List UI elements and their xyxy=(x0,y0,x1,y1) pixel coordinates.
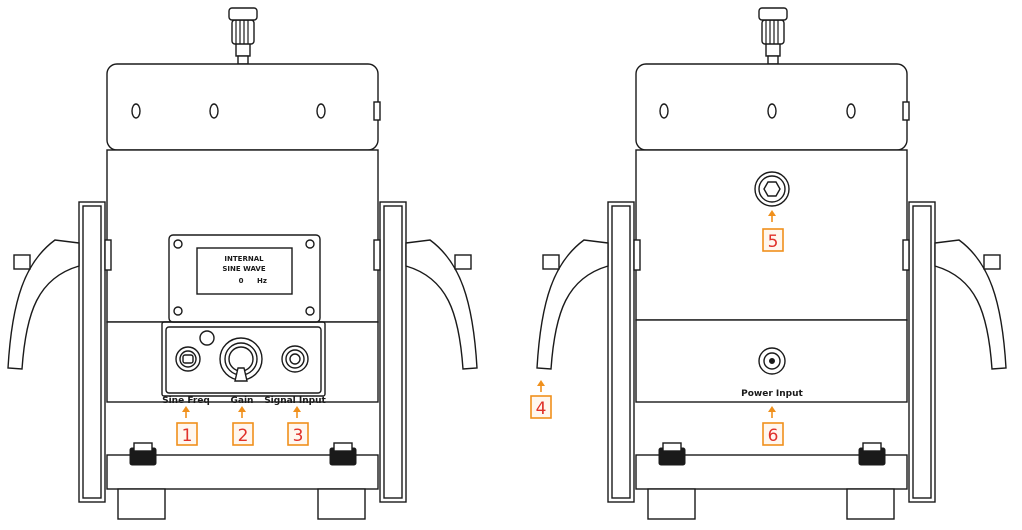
callout-2-number: 2 xyxy=(238,426,249,446)
label-signal-input: Signal Input xyxy=(264,396,326,406)
top-knob xyxy=(758,7,788,65)
front-view: INTERNAL SINE WAVE 0 Hz xyxy=(7,7,478,520)
left-bracket xyxy=(78,201,112,503)
sine-freq-switch[interactable] xyxy=(175,346,201,372)
mount-hole xyxy=(131,103,141,119)
lcd-unit: Hz xyxy=(257,277,267,285)
left-handle xyxy=(7,239,80,370)
right-bracket xyxy=(373,201,407,503)
mount-hole xyxy=(846,103,856,119)
callout-1: 1 xyxy=(176,406,198,446)
display-panel: INTERNAL SINE WAVE 0 Hz xyxy=(168,234,321,323)
rear-view: Power Input xyxy=(536,7,1007,520)
mount-hole xyxy=(767,103,777,119)
top-knob xyxy=(228,7,258,65)
mount-hole xyxy=(209,103,219,119)
mount-hole xyxy=(659,103,669,119)
base xyxy=(635,442,908,520)
callout-6-number: 6 xyxy=(768,426,779,446)
label-gain: Gain xyxy=(231,396,254,406)
callout-5-number: 5 xyxy=(768,232,779,252)
gain-knob[interactable] xyxy=(219,337,263,382)
lcd-value: 0 xyxy=(239,277,244,285)
control-panel xyxy=(161,321,326,397)
power-input-connector[interactable] xyxy=(758,347,786,375)
callout-4-number: 4 xyxy=(536,399,547,419)
callout-4: 4 xyxy=(530,380,552,419)
label-sine-freq: Sine Freq xyxy=(162,396,210,406)
left-bracket xyxy=(607,201,641,503)
left-handle xyxy=(536,239,609,370)
callout-6: 6 xyxy=(762,406,784,446)
right-handle xyxy=(934,239,1007,370)
base xyxy=(106,442,379,520)
callout-5: 5 xyxy=(762,210,784,252)
signal-input-connector[interactable] xyxy=(281,345,309,373)
right-bracket xyxy=(902,201,936,503)
callout-2: 2 xyxy=(232,406,254,446)
lcd-line2: SINE WAVE xyxy=(222,265,265,273)
hex-bolt xyxy=(754,171,790,207)
lcd-line1: INTERNAL xyxy=(224,255,264,263)
lcd-screen xyxy=(196,247,293,295)
housing-top xyxy=(106,63,379,151)
right-handle xyxy=(405,239,478,370)
callout-3: 3 xyxy=(287,406,309,446)
mount-hole xyxy=(316,103,326,119)
indicator-led xyxy=(199,330,215,346)
callout-3-number: 3 xyxy=(293,426,304,446)
callout-1-number: 1 xyxy=(182,426,193,446)
label-power-input: Power Input xyxy=(741,389,803,399)
